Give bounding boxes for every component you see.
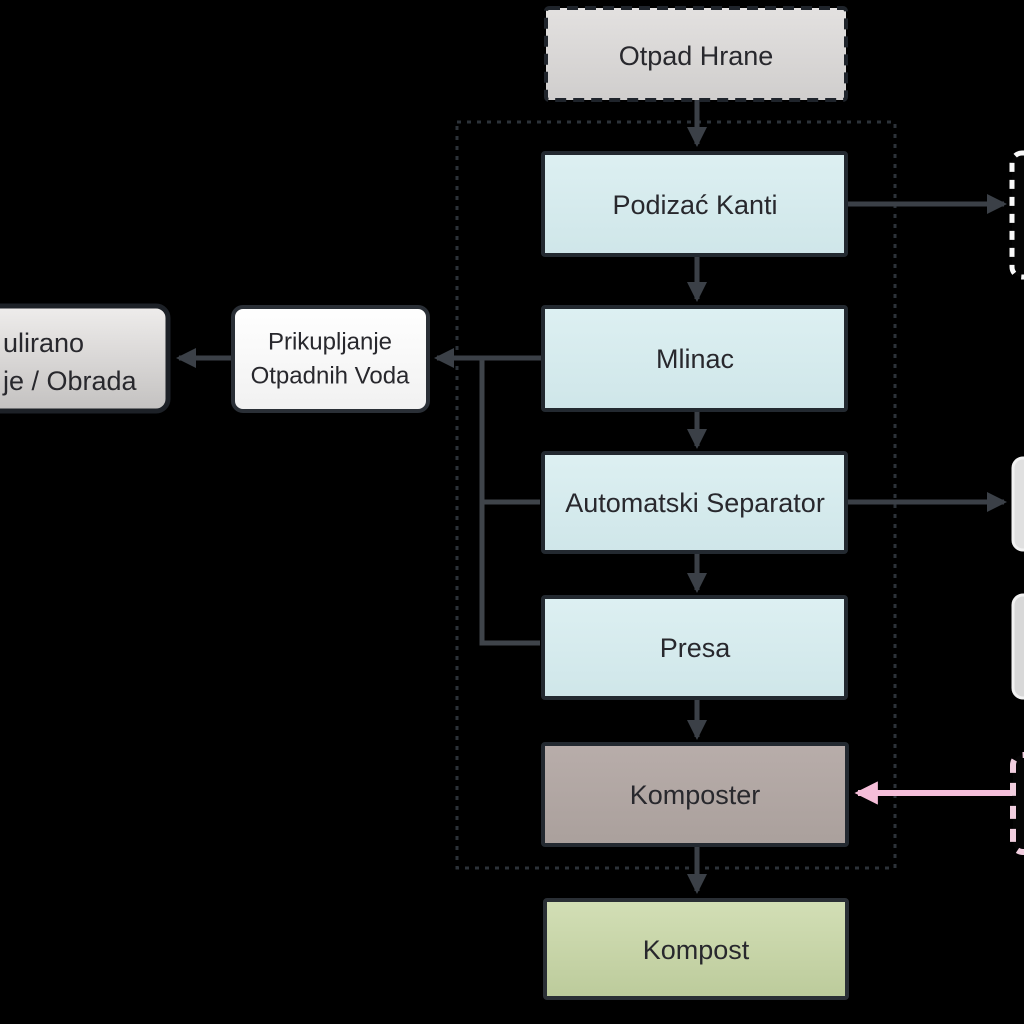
node-podizac-kanti-box bbox=[541, 151, 848, 257]
node-presa-label: Presa bbox=[660, 633, 732, 663]
node-left-partial-box bbox=[0, 303, 171, 414]
process-container-dashed-border bbox=[455, 120, 897, 870]
node-podizac-kanti: Podizać Kanti bbox=[541, 151, 848, 257]
node-mlinac: Mlinac bbox=[541, 305, 848, 412]
node-mlinac-box bbox=[541, 305, 848, 412]
node-otpad-hrane-label: Otpad Hrane bbox=[619, 41, 774, 71]
node-prikupljanje-box bbox=[231, 305, 430, 413]
node-left-partial-label-line1: ulirano bbox=[3, 328, 84, 358]
node-right-partial-mid2-box bbox=[1011, 593, 1024, 700]
node-automatski-separator-label: Automatski Separator bbox=[565, 488, 825, 518]
node-automatski-separator-box bbox=[541, 451, 848, 554]
node-presa-box bbox=[541, 595, 848, 700]
node-left-partial: ulirano je / Obrada bbox=[0, 303, 171, 414]
node-komposter: Komposter bbox=[541, 742, 849, 847]
node-prikupljanje-label-line1: Prikupljanje bbox=[268, 329, 392, 356]
node-automatski-separator: Automatski Separator bbox=[541, 451, 848, 554]
node-otpad-hrane: Otpad Hrane bbox=[544, 6, 848, 102]
node-komposter-label: Komposter bbox=[630, 780, 761, 810]
node-left-partial-label-line2: je / Obrada bbox=[2, 366, 138, 396]
node-presa: Presa bbox=[541, 595, 848, 700]
node-right-partial-pink-box bbox=[1010, 752, 1024, 855]
node-otpad-hrane-box bbox=[544, 6, 848, 102]
collector-line-vertical bbox=[479, 358, 540, 646]
node-kompost: Kompost bbox=[543, 898, 849, 1000]
node-right-partial-top-box bbox=[1009, 150, 1024, 280]
node-kompost-label: Kompost bbox=[643, 935, 750, 965]
node-right-partial-mid1-box bbox=[1011, 456, 1024, 552]
node-prikupljanje-label-line2: Otpadnih Voda bbox=[251, 363, 410, 390]
node-kompost-box bbox=[543, 898, 849, 1000]
node-mlinac-label: Mlinac bbox=[656, 344, 734, 374]
node-prikupljanje: Prikupljanje Otpadnih Voda bbox=[231, 305, 430, 413]
node-komposter-box bbox=[541, 742, 849, 847]
edge-group bbox=[176, 100, 1012, 894]
node-podizac-kanti-label: Podizać Kanti bbox=[612, 190, 777, 220]
